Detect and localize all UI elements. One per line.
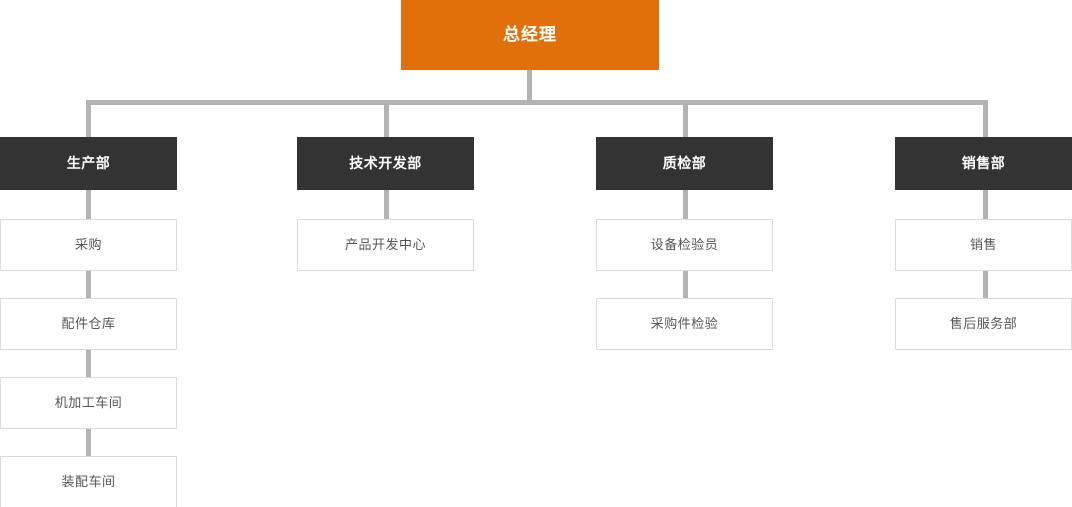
node-department-tech-development[interactable]: 技术开发部 [297,137,474,190]
node-sub-parts-warehouse[interactable]: 配件仓库 [0,298,177,350]
node-label: 销售部 [961,155,1006,172]
connector-production-to-4 [86,429,91,456]
node-label: 技术开发部 [349,155,422,172]
node-label: 总经理 [503,24,557,44]
connector-drop-sales [983,100,988,138]
node-department-production[interactable]: 生产部 [0,137,177,190]
node-label: 生产部 [66,155,111,172]
node-sub-assembly-workshop[interactable]: 装配车间 [0,456,177,507]
node-label: 产品开发中心 [344,237,426,253]
connector-sales-to-1 [983,190,988,219]
node-sub-after-sales-service[interactable]: 售后服务部 [895,298,1072,350]
node-department-quality-inspection[interactable]: 质检部 [596,137,773,190]
node-sub-machining-workshop[interactable]: 机加工车间 [0,377,177,429]
node-sub-equipment-inspector[interactable]: 设备检验员 [596,219,773,271]
node-sub-purchased-parts-inspection[interactable]: 采购件检验 [596,298,773,350]
node-label: 采购件检验 [650,316,719,332]
node-sub-product-development-center[interactable]: 产品开发中心 [297,219,474,271]
node-label: 售后服务部 [949,316,1018,332]
node-department-sales[interactable]: 销售部 [895,137,1072,190]
node-root-general-manager[interactable]: 总经理 [401,0,659,70]
node-label: 装配车间 [61,474,116,490]
node-label: 机加工车间 [54,395,123,411]
connector-horizontal-bus [86,100,988,105]
connector-production-to-3 [86,350,91,377]
connector-quality-to-2 [683,271,688,298]
connector-drop-tech [384,100,389,138]
node-label: 质检部 [662,155,707,172]
connector-production-to-1 [86,190,91,219]
connector-root-drop [527,70,532,104]
connector-production-to-2 [86,271,91,298]
node-label: 配件仓库 [61,316,116,332]
connector-drop-quality [683,100,688,138]
node-label: 采购 [74,237,102,253]
node-label: 设备检验员 [650,237,719,253]
connector-sales-to-2 [983,271,988,298]
connector-tech-to-1 [384,190,389,219]
node-label: 销售 [969,237,997,253]
connector-drop-production [86,100,91,138]
node-sub-procurement[interactable]: 采购 [0,219,177,271]
connector-quality-to-1 [683,190,688,219]
node-sub-sales[interactable]: 销售 [895,219,1072,271]
